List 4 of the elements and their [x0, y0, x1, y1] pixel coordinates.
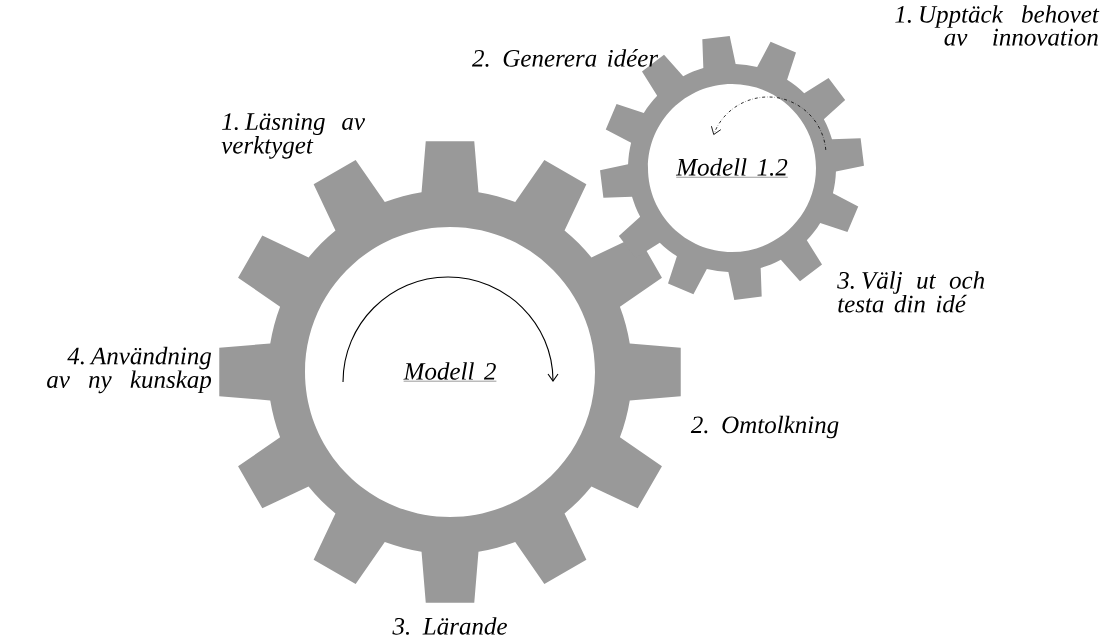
step-label: 1. Upptäck behovet av innovation [895, 5, 1100, 46]
step-label: 1. Läsning av verktyget [221, 113, 365, 159]
step-label: 2. Generera idéer [472, 49, 659, 67]
step-label: 3. Välj ut och testa din idé [837, 271, 985, 313]
